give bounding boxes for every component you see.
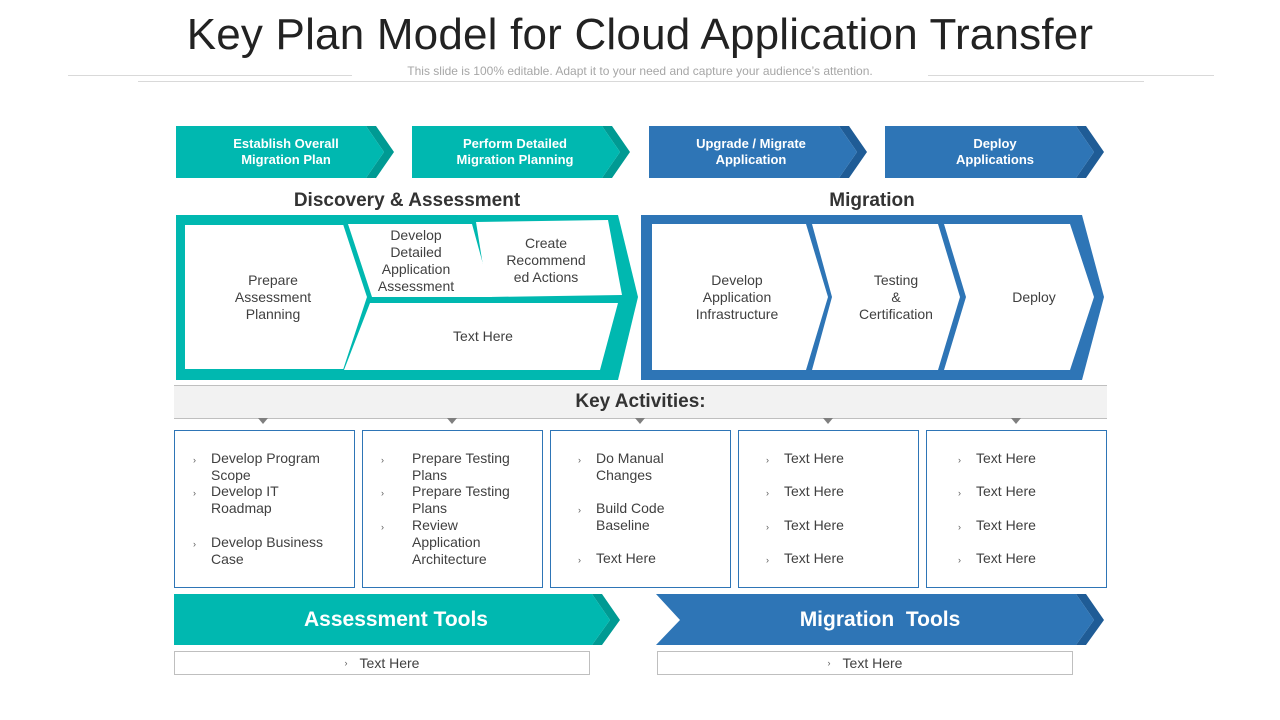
step-chevron-3 (649, 126, 867, 178)
activity-item: Develop Business Case (211, 534, 324, 567)
pointer-triangle (635, 418, 645, 424)
bullet-icon: › (578, 505, 581, 515)
pointer-triangle (823, 418, 833, 424)
assessment-tools-label: Assessment Tools (303, 608, 488, 631)
step-chevron-1 (176, 126, 394, 178)
migration-testing-text: Testing & Certification (859, 271, 933, 322)
activity-item: Prepare Testing Plans (412, 483, 510, 516)
step-label-4: Deploy Applications (955, 136, 1034, 167)
step-chevron-2 (412, 126, 630, 178)
activity-item: Text Here (784, 550, 844, 566)
activity-item: Prepare Testing Plans (412, 450, 510, 483)
assessment-tools-textbox: › Text Here (174, 651, 590, 675)
bullet-icon: › (344, 658, 348, 668)
step-label-1: Establish Overall Migration Plan (233, 136, 339, 167)
bullet-icon: › (958, 555, 961, 565)
activity-card-1: › Develop Program Scope › Develop IT Roa… (174, 430, 355, 588)
section-title-discovery: Discovery & Assessment (293, 190, 521, 211)
pointer-triangle (1011, 418, 1021, 424)
migration-tools-textbox: › Text Here (657, 651, 1073, 675)
discovery-develop-text: Develop Detailed Application Assessment (377, 227, 455, 294)
activity-card-2: › Prepare Testing Plans › Prepare Testin… (362, 430, 543, 588)
discovery-prepare-text: Prepare Assessment Planning (234, 271, 312, 322)
activity-item: Text Here (784, 517, 844, 533)
activity-item: Do Manual Changes (596, 450, 664, 483)
activity-item: Text Here (976, 517, 1036, 533)
pointer-triangle (258, 418, 268, 424)
step-label-2: Perform Detailed Migration Planning (456, 136, 574, 167)
section-title-migration: Migration (829, 190, 915, 211)
bullet-icon: › (381, 455, 384, 465)
title-rule-lower (138, 81, 1144, 82)
bullet-icon: › (578, 455, 581, 465)
bullet-icon: › (381, 488, 384, 498)
bullet-icon: › (578, 555, 581, 565)
bullet-icon: › (827, 658, 831, 668)
assessment-tools-arrow (174, 594, 620, 645)
discovery-create-text: Create Recommend ed Actions (506, 234, 586, 285)
discovery-text-here: Text Here (453, 327, 513, 344)
bullet-icon: › (958, 455, 961, 465)
activity-card-4: › Text Here › Text Here › Text Here › Te… (738, 430, 919, 588)
activity-item: Text Here (784, 483, 844, 499)
bullet-icon: › (766, 455, 769, 465)
activity-item: Develop IT Roadmap (211, 483, 279, 516)
activity-card-3: › Do Manual Changes › Build Code Baselin… (550, 430, 731, 588)
activity-item: Text Here (976, 450, 1036, 466)
migration-deploy-text: Deploy (1012, 288, 1056, 305)
bullet-icon: › (766, 488, 769, 498)
bullet-icon: › (193, 455, 196, 465)
discovery-frame (176, 215, 638, 380)
step-chevron-4 (885, 126, 1104, 178)
bullet-icon: › (958, 522, 961, 532)
activity-item: Text Here (596, 550, 656, 566)
migration-tools-arrow (656, 594, 1104, 645)
activity-item: Build Code Baseline (596, 500, 665, 533)
bullet-icon: › (193, 539, 196, 549)
activity-item: Develop Program Scope (211, 450, 320, 483)
activity-item: Text Here (784, 450, 844, 466)
migration-tools-text: Text Here (842, 655, 903, 671)
page-subtitle: This slide is 100% editable. Adapt it to… (407, 64, 873, 78)
assessment-tools-text: Text Here (359, 655, 420, 671)
activity-item: Text Here (976, 550, 1036, 566)
activity-item: Text Here (976, 483, 1036, 499)
bullet-icon: › (766, 522, 769, 532)
migration-tools-label: Migration Tools (799, 608, 961, 631)
bullet-icon: › (958, 488, 961, 498)
migration-frame (641, 215, 1104, 380)
bullet-icon: › (766, 555, 769, 565)
activity-card-5: › Text Here › Text Here › Text Here › Te… (926, 430, 1107, 588)
bullet-icon: › (381, 522, 384, 532)
step-label-3: Upgrade / Migrate Application (696, 136, 806, 167)
page-title: Key Plan Model for Cloud Application Tra… (186, 10, 1094, 59)
migration-infra-text: Develop Application Infrastructure (695, 271, 779, 322)
pointer-triangle (447, 418, 457, 424)
activity-item: Review Application Architecture (412, 517, 487, 567)
bullet-icon: › (193, 488, 196, 498)
key-activities-label: Key Activities: (575, 391, 706, 412)
title-rule-left (68, 75, 352, 76)
title-rule-right (928, 75, 1214, 76)
